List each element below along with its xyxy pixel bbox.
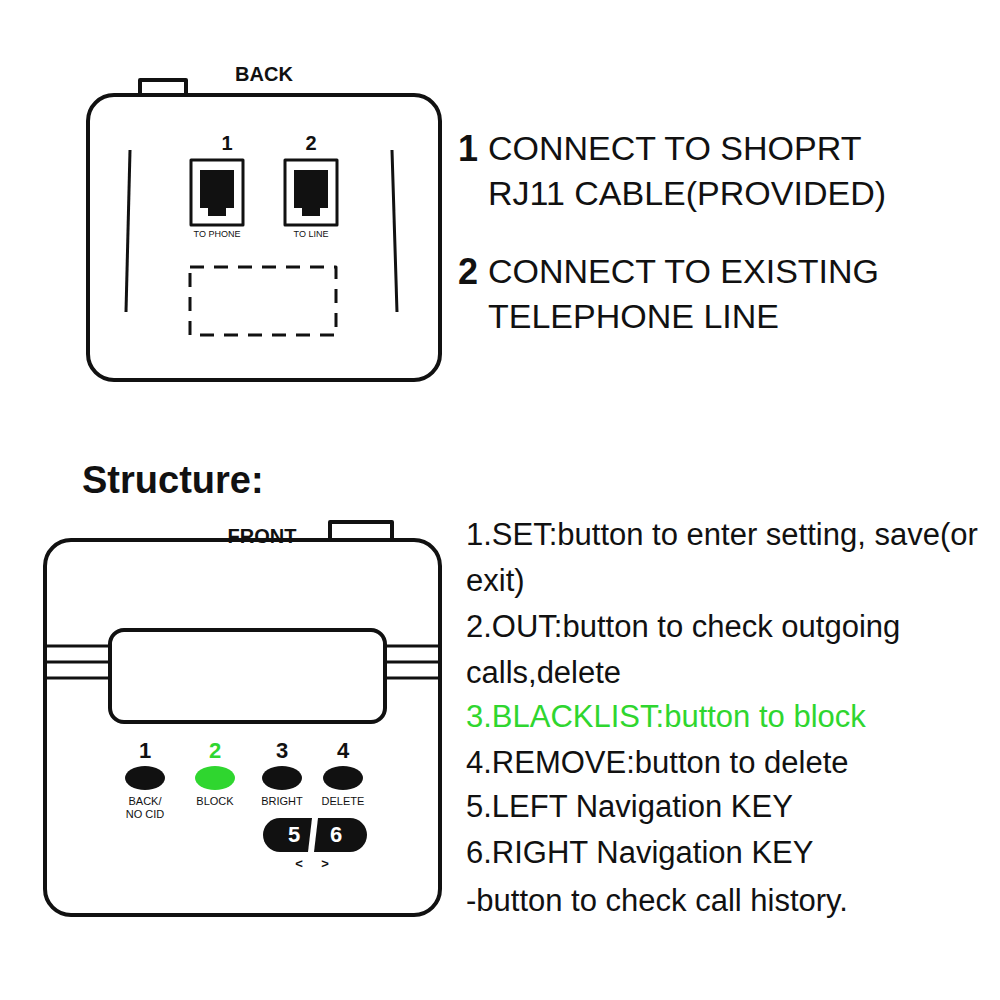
list-item: 2.OUT:button to check outgoing calls,del… xyxy=(466,604,996,696)
callout-number: 5 xyxy=(282,822,306,848)
jack-opening xyxy=(294,170,328,216)
rj11-jack xyxy=(191,160,243,225)
instruction-text: CONNECT TO SHOPRT RJ11 CABLE(PROVIDED) xyxy=(488,126,938,216)
nav-button xyxy=(314,818,367,852)
housing-edge xyxy=(392,150,397,312)
button-highlighted xyxy=(195,766,235,790)
button-label: BRIGHT xyxy=(252,795,312,808)
section-heading: Structure: xyxy=(82,458,442,504)
instruction-text: CONNECT TO EXISTING TELEPHONE LINE xyxy=(488,249,938,339)
housing-lines xyxy=(45,646,440,678)
button-label: BACK/ NO CID xyxy=(122,795,168,821)
view-label: FRONT xyxy=(197,524,327,548)
button-label: BLOCK xyxy=(185,795,245,808)
view-label: BACK xyxy=(199,62,329,86)
list-item: -button to check call history. xyxy=(466,878,996,924)
dashed-outline xyxy=(190,267,336,335)
button-label: DELETE xyxy=(313,795,373,808)
list-item: 6.RIGHT Navigation KEY xyxy=(466,830,996,876)
rj11-jack xyxy=(285,160,337,225)
button xyxy=(125,766,165,790)
nav-button xyxy=(263,818,312,852)
button xyxy=(323,766,363,790)
arrow-symbol: > xyxy=(315,856,335,872)
list-item: 5.LEFT Navigation KEY xyxy=(466,784,996,830)
callout-number: 3 xyxy=(267,738,297,764)
display-screen xyxy=(110,630,385,722)
callout-number: 1 xyxy=(458,126,488,171)
back-housing xyxy=(88,95,440,380)
port-label: TO PHONE xyxy=(177,229,257,240)
list-item: 3.BLACKLIST:button to block xyxy=(466,694,996,740)
callout-number: 1 xyxy=(130,738,160,764)
housing-tab xyxy=(330,522,392,540)
housing-edge xyxy=(126,150,130,312)
button xyxy=(262,766,302,790)
front-housing xyxy=(45,540,440,915)
callout-number: 2 xyxy=(458,249,488,294)
list-item: 1.SET:button to enter setting, save(or e… xyxy=(466,512,996,604)
callout-number: 4 xyxy=(328,738,358,764)
callout-number: 2 xyxy=(200,738,230,764)
housing-tab xyxy=(140,80,186,95)
jack-opening xyxy=(200,170,234,216)
port-label: TO LINE xyxy=(271,229,351,240)
callout-number: 1 xyxy=(212,131,242,155)
arrow-symbol: < xyxy=(289,856,309,872)
callout-number: 2 xyxy=(296,131,326,155)
list-item: 4.REMOVE:button to delete xyxy=(466,740,996,786)
callout-number: 6 xyxy=(324,822,348,848)
